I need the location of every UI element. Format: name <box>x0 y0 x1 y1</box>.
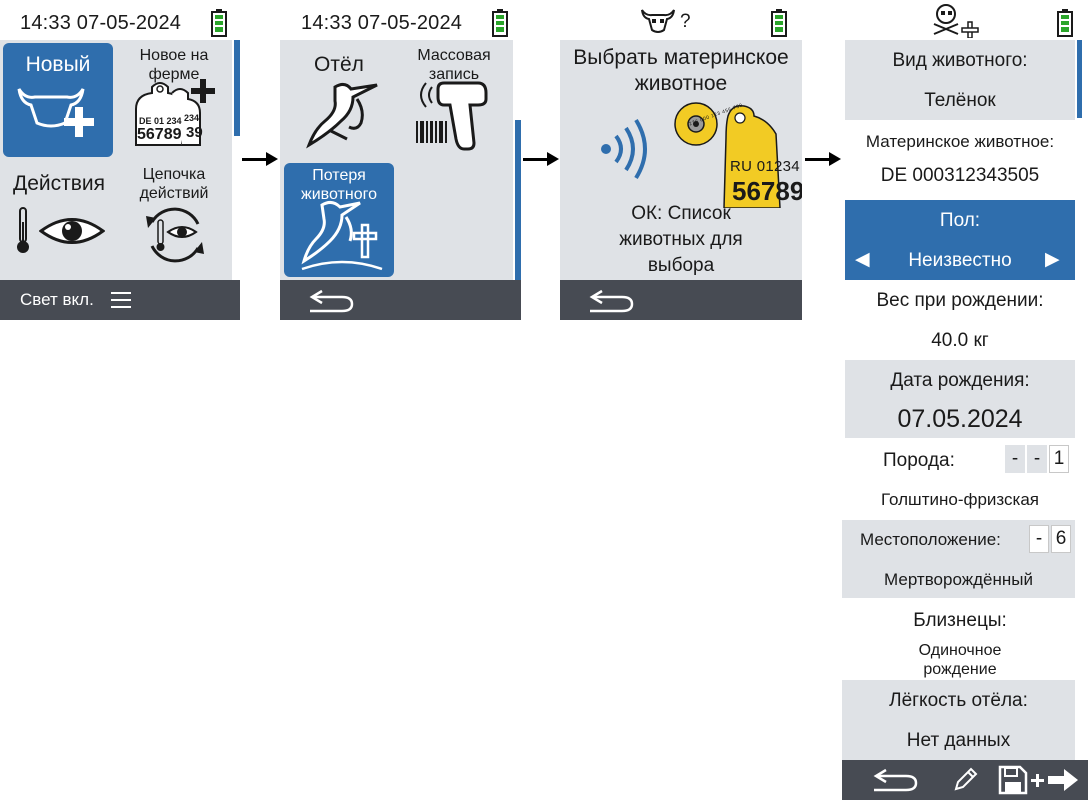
breed-code-box[interactable]: - <box>1027 445 1047 473</box>
cow-head-icon <box>641 9 675 33</box>
stork-icon <box>306 82 378 149</box>
battery-icon <box>492 9 508 37</box>
tile-animal-loss-label: Потеря животного <box>301 167 377 203</box>
back-arrow-icon[interactable] <box>308 288 356 314</box>
menu-panel: Отёл Массовая запись Потеря животного <box>280 40 513 280</box>
calving-ease-value: Нет данных <box>906 730 1011 751</box>
breed-code-box[interactable]: 1 <box>1049 445 1069 473</box>
field-mother-animal[interactable]: Материнское животное: DE 000312343505 <box>845 120 1075 200</box>
ear-tag-icon <box>674 102 781 208</box>
bottom-bar <box>560 280 802 320</box>
field-twins[interactable]: Близнецы: Одиночное рождение <box>845 600 1075 680</box>
sex-prev-button[interactable]: ◀ <box>855 249 870 270</box>
screen-title: Выбрать материнское животное <box>573 46 789 95</box>
hint-text: ОК: Список животных для выбора <box>619 203 743 276</box>
birth-weight-label: Вес при рождении: <box>876 290 1044 311</box>
ear-tag-icon <box>135 79 215 146</box>
sex-label: Пол: <box>939 210 981 231</box>
tile-calving-label: Отёл <box>314 53 364 76</box>
calving-ease-label: Лёгкость отёла: <box>889 690 1028 711</box>
location-label: Местоположение: <box>860 530 1001 549</box>
bottom-bar: Свет вкл. <box>0 280 240 320</box>
field-sex[interactable]: Пол: ◀ Неизвестно ▶ <box>845 200 1075 280</box>
tile-calving[interactable]: Отёл <box>283 43 395 159</box>
tag-back-line1: 234 <box>184 113 200 123</box>
field-animal-type[interactable]: Вид животного: Телёнок <box>845 40 1075 120</box>
field-location[interactable]: Местоположение: - 6 Мертворождённый <box>842 520 1075 598</box>
location-code-box[interactable]: - <box>1029 525 1049 553</box>
tile-new-on-farm-label: Новое на ферме <box>139 47 209 83</box>
location-code-box[interactable]: 6 <box>1051 525 1071 553</box>
breed-label: Порода: <box>883 450 955 471</box>
barcode-scanner-icon <box>416 81 488 151</box>
tile-new[interactable]: Новый <box>3 43 113 157</box>
stork-cross-icon <box>301 200 383 271</box>
field-birth-date[interactable]: Дата рождения: 07.05.2024 <box>845 360 1075 438</box>
tag-number-line1: DE 01 234 <box>139 116 182 126</box>
tile-new-label: Новый <box>25 53 91 76</box>
scrollbar-thumb[interactable] <box>1077 40 1082 118</box>
twins-value: Одиночное рождение <box>918 642 1002 678</box>
scrollbar-thumb[interactable] <box>515 120 521 280</box>
breed-code-box[interactable]: - <box>1005 445 1025 473</box>
tag-back-line2: 39 <box>186 124 203 141</box>
pencil-icon[interactable] <box>952 767 978 793</box>
birth-date-value: 07.05.2024 <box>897 405 1023 433</box>
rfid-wave-icon <box>601 118 647 180</box>
sex-value: Неизвестно <box>908 250 1012 271</box>
eye-icon <box>39 218 105 244</box>
cycle-arrows-icon <box>146 207 204 263</box>
bottom-bar <box>842 760 1088 800</box>
mother-value: DE 000312343505 <box>880 165 1040 186</box>
field-birth-weight[interactable]: Вес при рождении: 40.0 кг <box>845 280 1075 360</box>
scrollbar-thumb[interactable] <box>234 40 240 136</box>
tile-action-chain-label: Цепочка действий <box>139 166 209 202</box>
battery-icon <box>1057 9 1073 37</box>
animal-type-label: Вид животного: <box>892 50 1028 71</box>
status-datetime: 14:33 07-05-2024 <box>20 12 182 34</box>
birth-weight-value: 40.0 кг <box>931 330 989 351</box>
thermometer-icon <box>17 207 29 253</box>
field-breed[interactable]: Порода: - - 1 Голштино-фризская <box>845 440 1075 520</box>
cow-plus-icon <box>17 88 94 137</box>
tile-mass-entry[interactable]: Массовая запись <box>398 43 510 159</box>
menu-panel: Новый Новое на ферме DE 01 234 56789 234… <box>0 40 232 280</box>
tile-new-on-farm[interactable]: Новое на ферме DE 01 234 56789 234 39 <box>118 43 230 157</box>
save-plus-next-icon[interactable] <box>998 765 1086 795</box>
animal-type-value: Телёнок <box>924 90 996 111</box>
battery-icon <box>771 9 787 37</box>
status-datetime: 14:33 07-05-2024 <box>301 12 463 34</box>
twins-label: Близнецы: <box>913 610 1007 631</box>
tile-actions-label: Действия <box>12 172 105 195</box>
tile-action-chain[interactable]: Цепочка действий <box>118 162 230 278</box>
tag-number-line2: 56789 <box>137 126 182 143</box>
content-panel: Выбрать материнское животное 276 000 123… <box>560 40 802 280</box>
bottom-bar <box>280 280 521 320</box>
tile-animal-loss[interactable]: Потеря животного <box>284 163 394 277</box>
light-status[interactable]: Свет вкл. <box>20 290 94 309</box>
tile-actions[interactable]: Действия <box>3 162 113 278</box>
battery-icon <box>211 9 227 37</box>
status-question: ? <box>680 11 691 32</box>
skull-plus-icon <box>933 4 979 38</box>
sex-next-button[interactable]: ▶ <box>1045 249 1060 270</box>
birth-date-label: Дата рождения: <box>890 370 1030 391</box>
back-arrow-icon[interactable] <box>872 767 920 793</box>
back-arrow-icon[interactable] <box>588 288 636 314</box>
mother-label: Материнское животное: <box>865 132 1055 151</box>
location-value: Мертворождённый <box>884 570 1033 589</box>
tag-number-line2: 56789 <box>732 176 802 206</box>
field-calving-ease[interactable]: Лёгкость отёла: Нет данных <box>842 680 1075 760</box>
breed-value: Голштино-фризская <box>880 490 1039 509</box>
tag-number-line1: RU 01234 <box>730 158 800 175</box>
tile-mass-entry-label: Массовая запись <box>417 47 491 83</box>
menu-icon[interactable] <box>110 291 132 309</box>
